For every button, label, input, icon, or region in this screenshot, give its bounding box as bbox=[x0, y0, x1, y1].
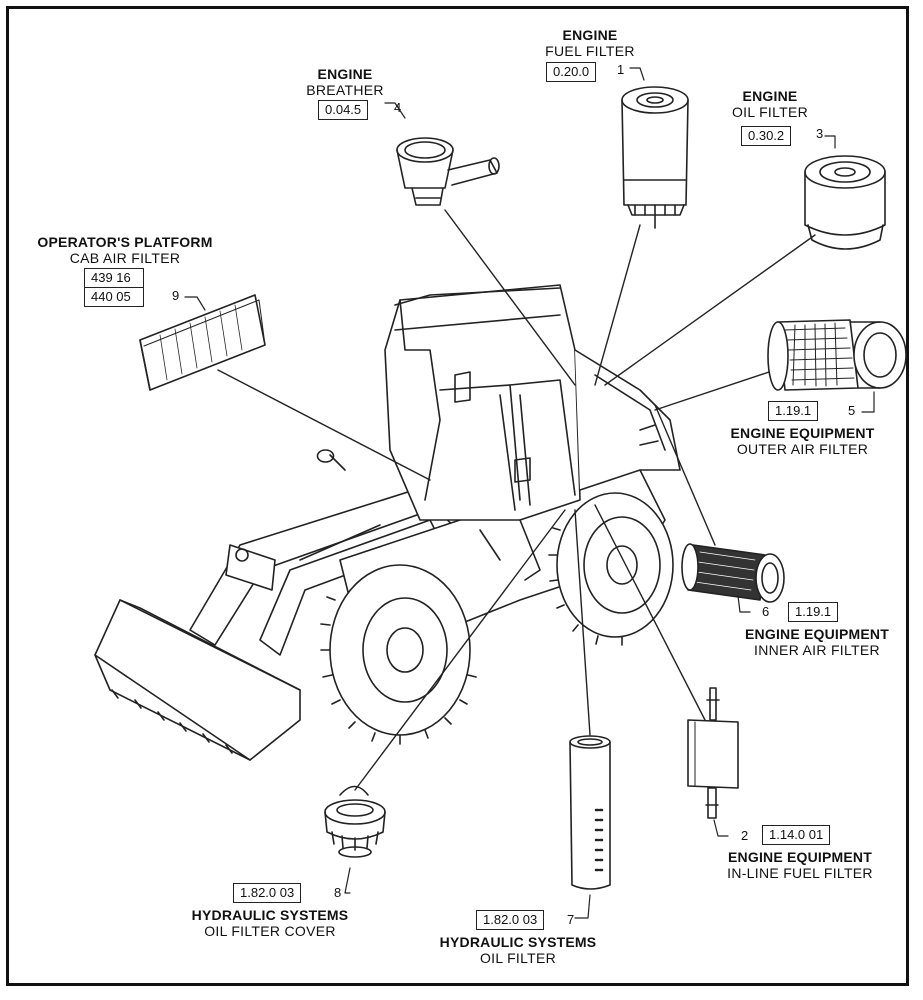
hydraulic-oil-filter-part bbox=[569, 735, 611, 890]
outer-air-filter-number: 5 bbox=[848, 403, 856, 418]
cab-air-filter-number: 9 bbox=[172, 288, 180, 303]
hydraulic-oil-filter-label: HYDRAULIC SYSTEMS OIL FILTER bbox=[439, 934, 597, 967]
oil-filter-number: 3 bbox=[816, 126, 824, 141]
cab-air-filter-code-2: 440 05 bbox=[84, 287, 144, 307]
hydraulic-filter-cover-part bbox=[324, 785, 386, 858]
outer-air-filter-code: 1.19.1 bbox=[768, 401, 819, 421]
hydraulic-oil-filter-code: 1.82.0 03 bbox=[476, 910, 545, 930]
inner-air-filter-label: ENGINE EQUIPMENT INNER AIR FILTER bbox=[745, 626, 889, 659]
oil-filter-code: 0.30.2 bbox=[741, 126, 792, 146]
inner-air-filter-code: 1.19.1 bbox=[788, 602, 839, 622]
cab-air-filter-part bbox=[139, 294, 266, 391]
inline-fuel-filter-code: 1.14.0 01 bbox=[762, 825, 831, 845]
hydraulic-filter-cover-number: 8 bbox=[334, 885, 342, 900]
callout-ticks bbox=[184, 67, 875, 919]
hydraulic-oil-filter-number: 7 bbox=[567, 912, 575, 927]
hydraulic-filter-cover-label: HYDRAULIC SYSTEMS OIL FILTER COVER bbox=[191, 907, 349, 940]
inner-air-filter-part bbox=[681, 543, 785, 603]
outer-air-filter-part bbox=[767, 319, 907, 391]
fuel-filter-code: 0.20.0 bbox=[546, 62, 597, 82]
breather-number: 4 bbox=[394, 100, 402, 115]
fuel-filter-label: ENGINE FUEL FILTER bbox=[545, 27, 635, 60]
inline-fuel-filter-part bbox=[687, 687, 739, 819]
breather-label: ENGINE BREATHER bbox=[306, 66, 384, 99]
cab-air-filter-code-1: 439 16 bbox=[84, 268, 144, 288]
inner-air-filter-number: 6 bbox=[762, 604, 770, 619]
fuel-filter-number: 1 bbox=[617, 62, 625, 77]
fuel-filter-part bbox=[621, 86, 689, 229]
breather-code: 0.04.5 bbox=[318, 100, 369, 120]
cab-air-filter-label: OPERATOR'S PLATFORM CAB AIR FILTER bbox=[37, 234, 213, 267]
leader-lines bbox=[217, 209, 816, 791]
inline-fuel-filter-number: 2 bbox=[741, 828, 749, 843]
inline-fuel-filter-label: ENGINE EQUIPMENT IN-LINE FUEL FILTER bbox=[727, 849, 873, 882]
breather-part bbox=[396, 137, 500, 206]
hydraulic-filter-cover-code: 1.82.0 03 bbox=[233, 883, 302, 903]
oil-filter-label: ENGINE OIL FILTER bbox=[731, 88, 809, 121]
oil-filter-part bbox=[804, 155, 886, 250]
outer-air-filter-label: ENGINE EQUIPMENT OUTER AIR FILTER bbox=[730, 425, 875, 458]
wheel-loader-illustration bbox=[94, 284, 681, 761]
